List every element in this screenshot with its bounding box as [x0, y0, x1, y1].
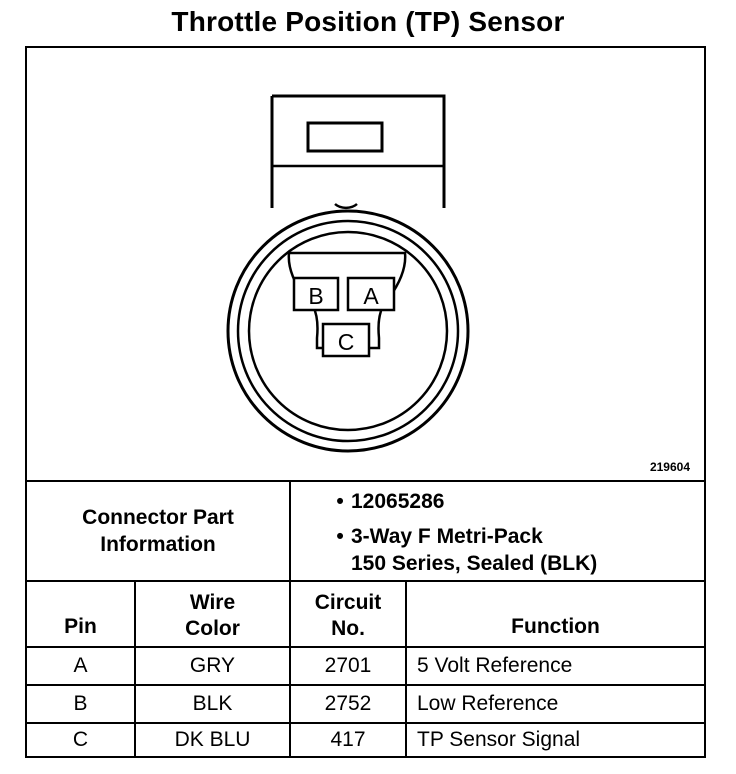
- table-rule: [27, 480, 704, 482]
- connector-description: 3-Way F Metri-Pack: [351, 525, 543, 548]
- table-rule: [405, 580, 407, 756]
- row-c-wire-color: DK BLU: [174, 728, 251, 751]
- connector-info-details: •12065286 •3-Way F Metri-Pack 150 Series…: [336, 490, 598, 575]
- row-c-circuit: 417: [330, 728, 366, 751]
- pin-c-terminal: C: [321, 322, 371, 358]
- table-rule: [289, 480, 291, 756]
- connector-info-label: Connector Part Information: [82, 506, 234, 556]
- row-a-pin: A: [73, 654, 88, 677]
- row-b-circuit: 2752: [324, 692, 372, 715]
- figure-id: 219604: [649, 460, 690, 474]
- svg-text:A: A: [363, 283, 379, 309]
- row-c-pin: C: [72, 728, 89, 751]
- row-b-wire-color: BLK: [192, 692, 233, 715]
- pin-b-terminal: B: [292, 276, 340, 312]
- row-b-pin: B: [73, 692, 88, 715]
- connector-diagram-frame: B A C 219604 Connector Part Information …: [25, 46, 706, 758]
- connector-body: [226, 203, 470, 453]
- connector-latch-tab: [270, 94, 446, 208]
- pin-a-terminal: A: [346, 276, 396, 312]
- row-a-circuit: 2701: [324, 654, 372, 677]
- table-rule: [27, 580, 704, 582]
- table-rule: [27, 646, 704, 648]
- table-rule: [27, 722, 704, 724]
- svg-text:C: C: [338, 329, 355, 355]
- row-a-function: 5 Volt Reference: [417, 654, 573, 677]
- connector-illustration: B A C: [226, 94, 470, 453]
- row-c-function: TP Sensor Signal: [417, 728, 581, 751]
- header-circuit-no: Circuit No.: [314, 591, 382, 640]
- header-pin: Pin: [64, 615, 97, 638]
- part-number: 12065286: [351, 490, 445, 513]
- row-a-wire-color: GRY: [189, 654, 236, 677]
- diagram-title: Throttle Position (TP) Sensor: [171, 6, 565, 37]
- table-rule: [134, 580, 136, 756]
- header-function: Function: [511, 615, 600, 638]
- header-wire-color: Wire Color: [185, 591, 240, 640]
- svg-text:B: B: [308, 283, 323, 309]
- row-b-function: Low Reference: [417, 692, 559, 715]
- table-rule: [27, 684, 704, 686]
